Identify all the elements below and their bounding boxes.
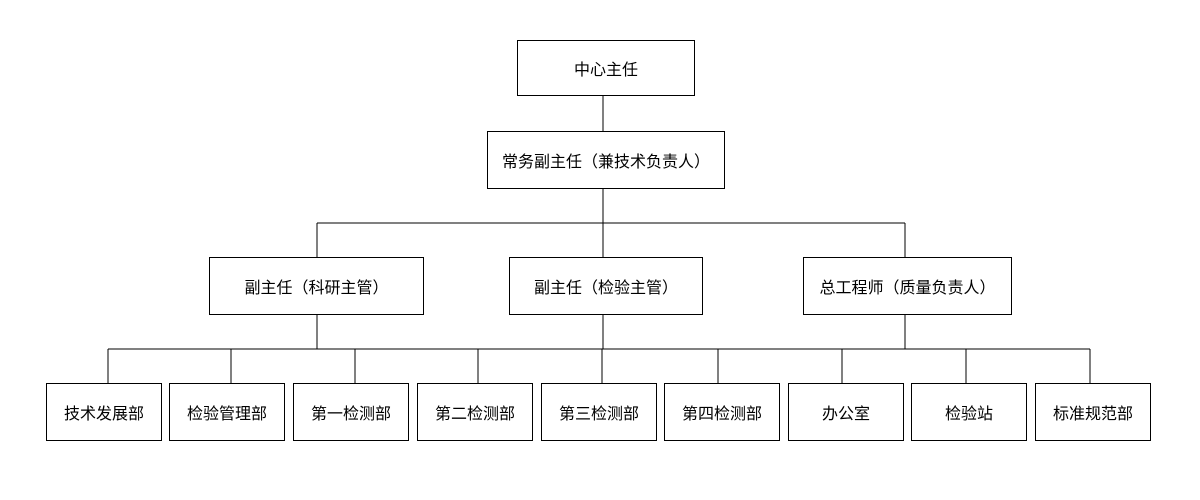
- node-executive-deputy: 常务副主任（兼技术负责人）: [487, 131, 725, 189]
- node-director: 中心主任: [517, 40, 695, 96]
- node-dept-inspection-station: 检验站: [911, 383, 1027, 441]
- node-dept-first-testing: 第一检测部: [293, 383, 409, 441]
- node-dept-tech-development: 技术发展部: [46, 383, 162, 441]
- node-chief-engineer: 总工程师（质量负责人）: [803, 257, 1012, 315]
- node-dept-fourth-testing: 第四检测部: [664, 383, 780, 441]
- node-dept-third-testing: 第三检测部: [541, 383, 657, 441]
- node-deputy-inspection: 副主任（检验主管）: [509, 257, 703, 315]
- node-deputy-research: 副主任（科研主管）: [209, 257, 424, 315]
- node-dept-second-testing: 第二检测部: [417, 383, 533, 441]
- node-dept-office: 办公室: [788, 383, 904, 441]
- node-dept-inspection-management: 检验管理部: [169, 383, 285, 441]
- node-dept-standards: 标准规范部: [1035, 383, 1151, 441]
